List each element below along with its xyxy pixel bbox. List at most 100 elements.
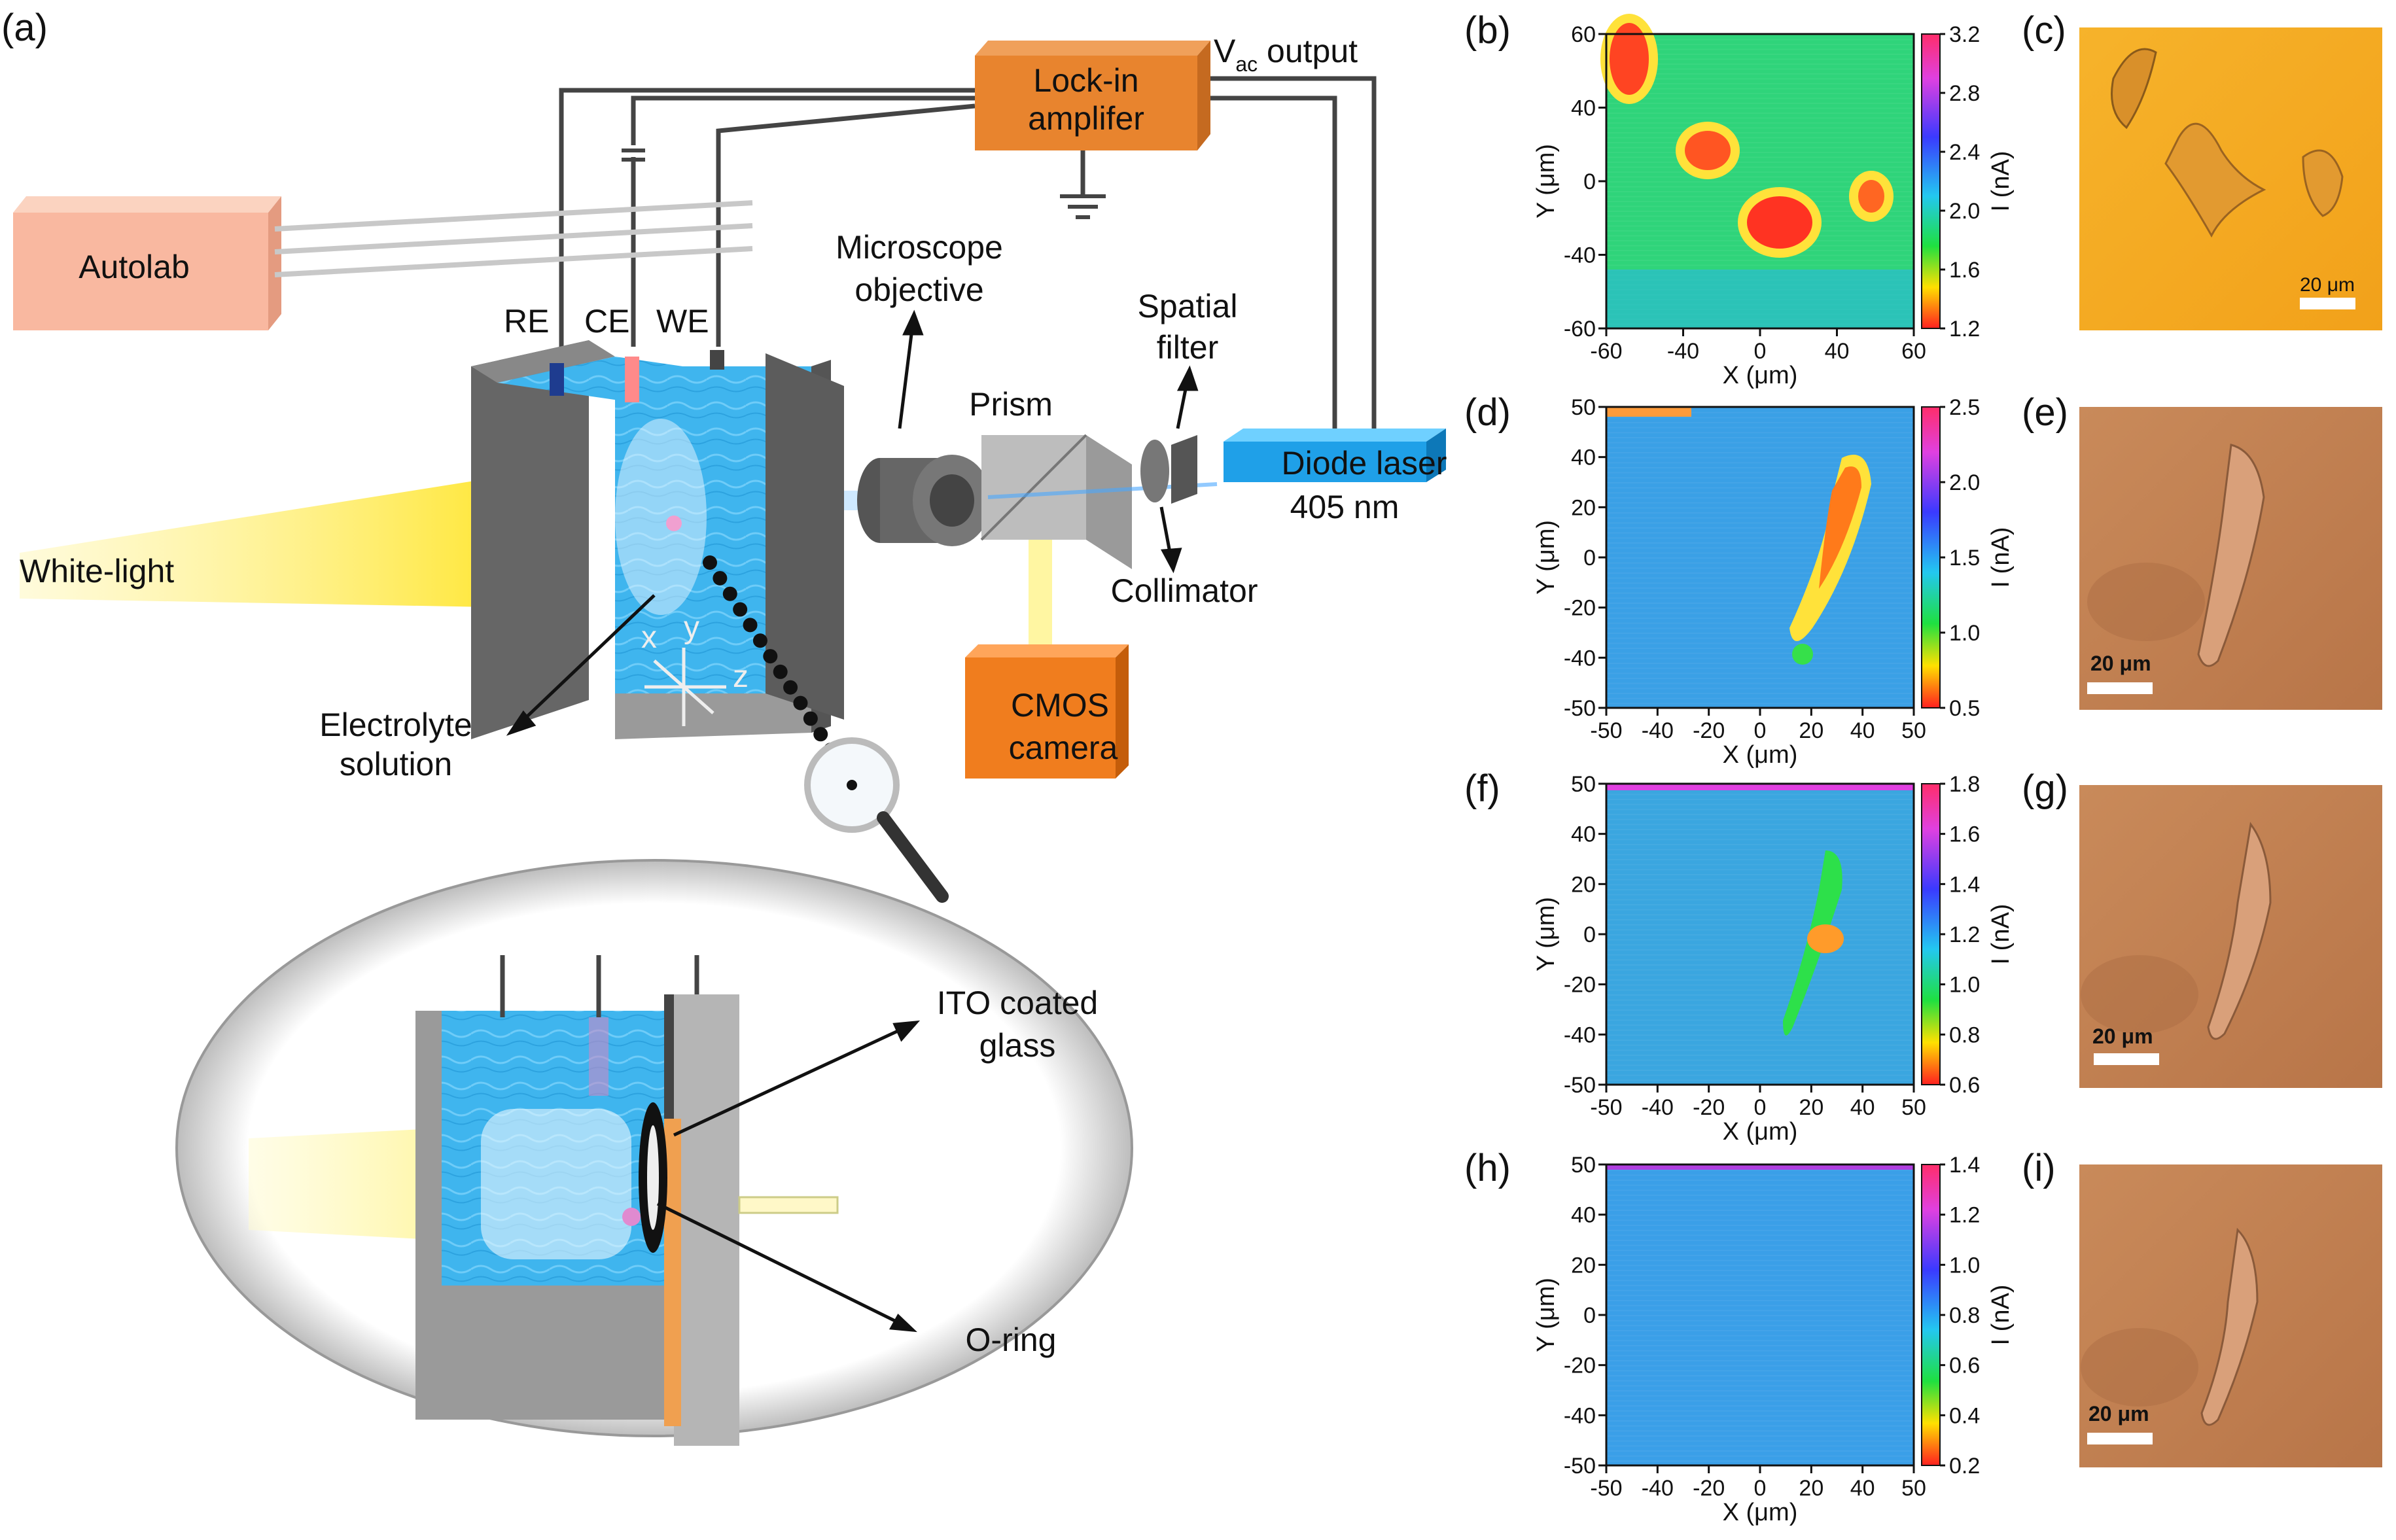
map-edge xyxy=(1606,784,1914,790)
map-row xyxy=(1606,512,1914,514)
map-row xyxy=(1606,1340,1914,1342)
map-row xyxy=(1606,1019,1914,1021)
cell-blob xyxy=(1819,466,1861,589)
map-row xyxy=(1606,264,1914,266)
map-row xyxy=(1606,849,1914,850)
map-row xyxy=(1606,78,1914,80)
map-row xyxy=(1606,1380,1914,1382)
map-row xyxy=(1606,1055,1914,1056)
map-row xyxy=(1606,127,1914,129)
cell-blob xyxy=(1807,924,1844,953)
y-tick-label: -40 xyxy=(1564,1403,1596,1428)
diode-laser-label-2: 405 nm xyxy=(1290,489,1400,525)
map-row xyxy=(1606,1219,1914,1221)
colorbar xyxy=(1921,33,1941,329)
map-row xyxy=(1606,894,1914,896)
cell-blob xyxy=(1685,131,1731,170)
map-row xyxy=(1606,1455,1914,1457)
y-axis-label: Y (μm) xyxy=(1532,520,1560,595)
x-tick-label: 0 xyxy=(1754,1095,1767,1120)
map-row xyxy=(1606,864,1914,866)
map-band xyxy=(1606,270,1914,328)
panel-label-i: (i) xyxy=(2022,1147,2056,1189)
map-row xyxy=(1606,693,1914,694)
y-axis-label: Y (μm) xyxy=(1532,1278,1560,1352)
scalebar-e-label: 20 μm xyxy=(2090,652,2151,675)
map-row xyxy=(1606,1415,1914,1417)
y-tick-label: 50 xyxy=(1571,772,1596,797)
scalebar-g-label: 20 μm xyxy=(2092,1024,2153,1048)
map-row xyxy=(1606,1350,1914,1352)
map-row xyxy=(1606,814,1914,815)
map-row xyxy=(1606,839,1914,841)
map-row xyxy=(1606,914,1914,916)
diode-laser xyxy=(1224,429,1446,482)
map-row xyxy=(1606,794,1914,796)
axis-x-label: x xyxy=(641,620,657,655)
x-tick-label: 50 xyxy=(1901,1095,1926,1120)
map-row xyxy=(1606,437,1914,438)
capacitor-symbol xyxy=(622,149,645,162)
trail-dot xyxy=(713,570,728,586)
map-row xyxy=(1606,411,1914,413)
spatial-filter-label-1: Spatial xyxy=(1138,288,1238,324)
map-row xyxy=(1606,527,1914,529)
map-row xyxy=(1606,1064,1914,1066)
map-row xyxy=(1606,592,1914,594)
y-tick-label: -20 xyxy=(1564,973,1596,998)
panel-label-b: (b) xyxy=(1464,9,1511,52)
map-row xyxy=(1606,1169,1914,1171)
colorbar-tick-label: 2.0 xyxy=(1949,470,1980,495)
map-row xyxy=(1606,1044,1914,1046)
lockin-amplifier: Lock-in amplifer xyxy=(975,41,1210,150)
map-row xyxy=(1606,83,1914,84)
map-row xyxy=(1606,117,1914,119)
y-tick-label: 40 xyxy=(1571,446,1596,470)
panel-label-e: (e) xyxy=(2022,391,2068,434)
diode-laser-label-1: Diode laser xyxy=(1282,445,1447,481)
map-row xyxy=(1606,427,1914,429)
map-row xyxy=(1606,502,1914,504)
map-row xyxy=(1606,68,1914,70)
map-row xyxy=(1606,442,1914,444)
map-row xyxy=(1606,1300,1914,1301)
map-row xyxy=(1606,103,1914,104)
x-axis-label: X (μm) xyxy=(1723,741,1798,769)
electrolyte-label-1: Electrolyte xyxy=(319,707,472,743)
x-tick-label: 60 xyxy=(1901,339,1926,364)
map-row xyxy=(1606,517,1914,519)
map-row xyxy=(1606,186,1914,188)
y-tick-label: -40 xyxy=(1564,1023,1596,1047)
map-row xyxy=(1606,989,1914,991)
map-row xyxy=(1606,1024,1914,1026)
panel-label-a: (a) xyxy=(1,7,48,49)
micrograph-g: 20 μm xyxy=(2079,785,2382,1088)
y-tick-label: -40 xyxy=(1564,243,1596,268)
map-row xyxy=(1606,162,1914,163)
cell-blob xyxy=(1858,180,1884,213)
map-row xyxy=(1606,859,1914,860)
collimator-arrow xyxy=(1159,506,1182,574)
map-row xyxy=(1606,1180,1914,1181)
autolab-cables xyxy=(274,200,753,277)
colorbar-tick-label: 1.4 xyxy=(1949,872,1980,897)
panel-label-f: (f) xyxy=(1464,767,1500,810)
map-row xyxy=(1606,1029,1914,1031)
y-tick-label: -60 xyxy=(1564,317,1596,341)
map-row xyxy=(1606,467,1914,468)
vac-output-label: Vac output xyxy=(1214,33,1358,76)
map-row xyxy=(1606,58,1914,60)
map-row xyxy=(1606,1244,1914,1246)
map-row xyxy=(1606,799,1914,800)
y-tick-label: 60 xyxy=(1571,22,1596,47)
map-row xyxy=(1606,824,1914,826)
map-row xyxy=(1606,472,1914,474)
map-row xyxy=(1606,879,1914,881)
trail-dot xyxy=(773,664,788,679)
map-row xyxy=(1606,884,1914,886)
electrolyte-label-2: solution xyxy=(340,746,452,782)
map-row xyxy=(1606,577,1914,579)
cmos-camera xyxy=(965,644,1129,779)
colorbar xyxy=(1921,783,1941,1085)
